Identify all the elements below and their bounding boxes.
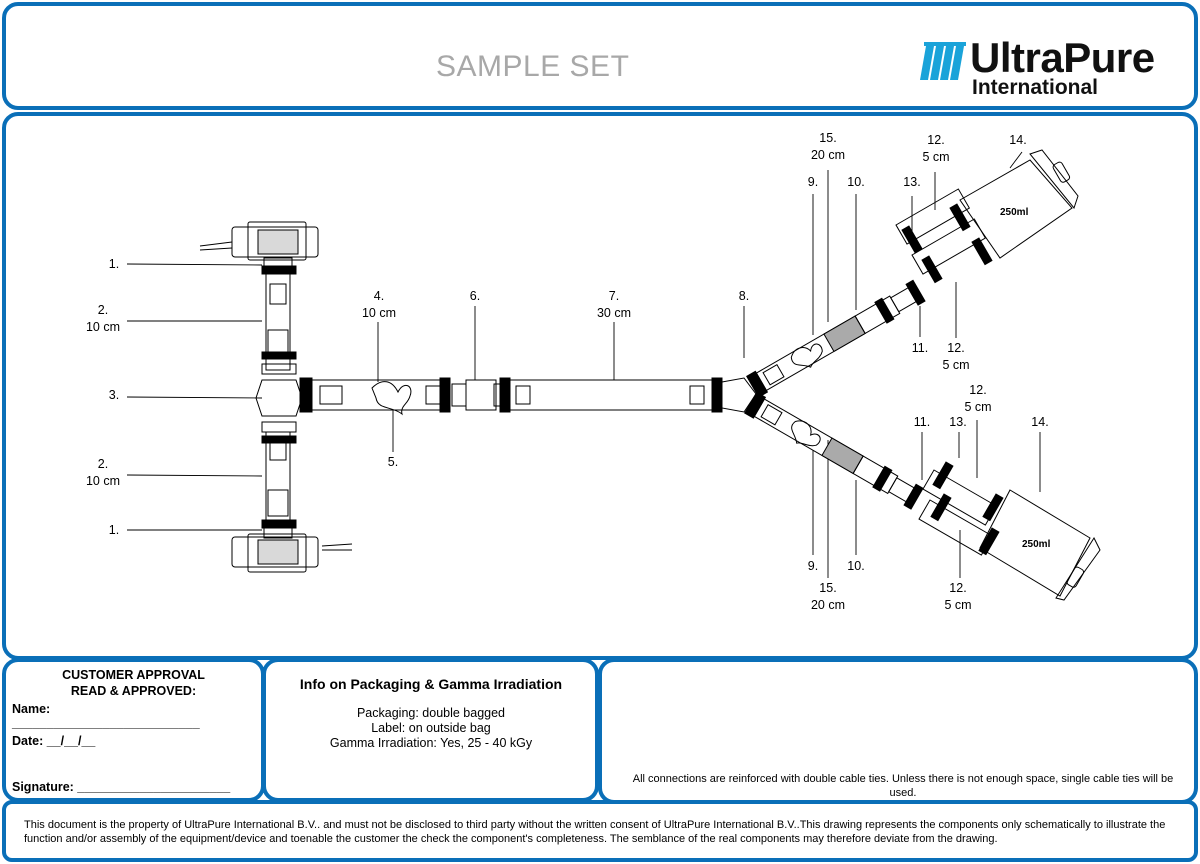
- vertical-manifold: [199, 221, 353, 573]
- callout-8: 8.: [738, 289, 750, 303]
- callout-4: 4.10 cm: [361, 289, 397, 320]
- callout-3: 3.: [108, 388, 120, 402]
- packaging-info-panel: Info on Packaging & Gamma Irradiation Pa…: [262, 658, 599, 802]
- upper-branch: [746, 279, 926, 398]
- cable-tie-note: All connections are reinforced with doub…: [632, 773, 1174, 799]
- bag-label-lower: 250ml: [1022, 539, 1051, 550]
- callout-9-top: 9.: [807, 175, 819, 189]
- packaging-line: Packaging: double bagged: [356, 706, 506, 720]
- upper-bag-assembly: [895, 149, 1079, 284]
- approval-subheading: READ & APPROVED:: [70, 684, 197, 698]
- callout-12-top: 12.5 cm: [922, 133, 950, 164]
- bag-label-upper: 250ml: [1000, 207, 1029, 218]
- callout-12-mid-top: 12.5 cm: [942, 341, 970, 372]
- info-heading: Info on Packaging & Gamma Irradiation: [299, 676, 563, 692]
- lower-branch: [744, 391, 924, 510]
- callout-10-top: 10.: [847, 175, 865, 189]
- callout-11-top: 11.: [911, 341, 929, 355]
- footer-panel: This document is the property of UltraPu…: [2, 800, 1198, 862]
- disclaimer-text: This document is the property of UltraPu…: [24, 819, 1166, 845]
- notes-panel: All connections are reinforced with doub…: [598, 658, 1198, 804]
- callout-13-bottom: 13.: [949, 415, 967, 429]
- callout-12-mid-bottom: 12.5 cm: [964, 383, 992, 414]
- callout-2-top: 2.10 cm: [85, 303, 121, 334]
- gamma-line: Gamma Irradiation: Yes, 25 - 40 kGy: [329, 736, 533, 750]
- callout-7: 7.30 cm: [596, 289, 632, 320]
- callout-14-bottom: 14.: [1031, 415, 1049, 429]
- company-logo: UltraPure International: [920, 34, 1188, 102]
- document-title: SAMPLE SET: [436, 50, 630, 83]
- logo-mark-icon: [920, 42, 966, 80]
- name-field[interactable]: ___________________________: [12, 716, 200, 730]
- header-panel: SAMPLE SET UltraPure International: [2, 2, 1198, 110]
- callout-1-top: 1.: [108, 257, 120, 271]
- callout-6: 6.: [469, 289, 481, 303]
- logo-subname: International: [972, 76, 1099, 99]
- logo-name: UltraPure: [970, 34, 1155, 81]
- callout-5: 5.: [387, 455, 399, 469]
- lower-bag-assembly: [918, 461, 1101, 601]
- callout-13-top: 13.: [903, 175, 921, 189]
- customer-approval-panel: CUSTOMER APPROVAL READ & APPROVED: Name:…: [2, 658, 265, 802]
- callout-11-bottom: 11.: [913, 415, 931, 429]
- drawing-panel: [2, 112, 1198, 660]
- callout-2-bottom: 2.10 cm: [85, 457, 121, 488]
- horizontal-line: [299, 377, 757, 416]
- callout-1-bottom: 1.: [108, 523, 120, 537]
- callout-14-top: 14.: [1009, 133, 1027, 147]
- callout-15-top: 15.20 cm: [810, 131, 846, 162]
- signature-field[interactable]: Signature: ______________________: [12, 780, 231, 794]
- label-line: Label: on outside bag: [371, 721, 491, 735]
- leader-lines: [126, 151, 1041, 578]
- callout-9-bottom: 9.: [807, 559, 819, 573]
- approval-heading: CUSTOMER APPROVAL: [62, 668, 205, 682]
- callout-10-bottom: 10.: [847, 559, 865, 573]
- date-field[interactable]: Date: __/__/__: [12, 734, 96, 748]
- callout-12-bottom: 12.5 cm: [944, 581, 972, 612]
- callout-15-bottom: 15.20 cm: [810, 581, 846, 612]
- name-label: Name:: [12, 702, 51, 716]
